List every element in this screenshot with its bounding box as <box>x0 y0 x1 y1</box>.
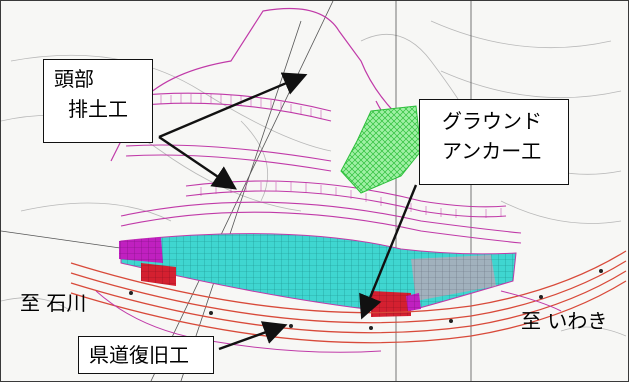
head-removal-line-2: 排土工 <box>68 97 128 121</box>
ground-anchor-callout: グラウンド アンカー工 <box>419 99 569 185</box>
ground-anchor-line-2: アンカー工 <box>442 139 542 163</box>
road-restoration-callout: 県道復旧工 <box>78 336 214 374</box>
direction-to-iwaki: 至 いわき <box>521 309 608 333</box>
anchor-band-red-left <box>141 263 176 286</box>
callout-arrows <box>158 72 418 351</box>
anchor-band-magenta-right <box>406 293 421 311</box>
arrow-to-anchor <box>359 184 418 320</box>
survey-lines <box>1 1 472 381</box>
head-removal-line-1: 頭部 <box>54 67 94 91</box>
arrow-to-road <box>218 321 288 351</box>
upper-berms <box>120 92 522 244</box>
road-restoration-label: 県道復旧工 <box>89 343 189 367</box>
arrow-to-head-upper <box>158 72 308 139</box>
road-centerline-dots <box>129 269 603 330</box>
green-hexagon-area <box>340 105 422 194</box>
prefectural-road <box>70 250 627 344</box>
arrow-to-head-lower <box>158 136 237 190</box>
head-removal-callout: 頭部 排土工 <box>43 59 153 143</box>
anchor-band-grey <box>411 255 496 301</box>
direction-to-ishikawa: 至 石川 <box>20 291 87 315</box>
ground-anchor-line-1: グラウンド <box>442 109 542 133</box>
anchor-band-magenta <box>119 237 163 263</box>
